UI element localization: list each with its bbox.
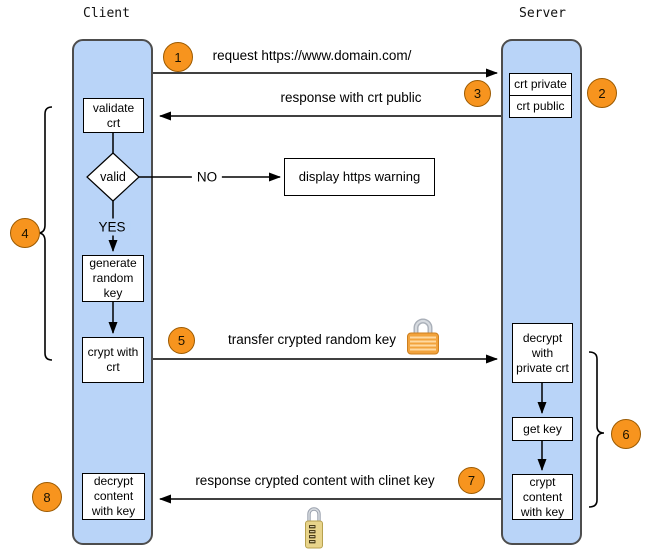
yes-branch-label: YES: [93, 218, 131, 236]
response-content-message-label: response crypted content with clinet key: [195, 473, 435, 488]
step-8-badge: 8: [32, 482, 62, 512]
crt-private-box: crt private: [509, 73, 572, 96]
decrypt-with-private-crt-box: decrypt with private crt: [512, 323, 573, 383]
no-branch-label: NO: [191, 168, 223, 186]
crypt-with-crt-box: crypt with crt: [82, 337, 144, 383]
server-lane-title: Server: [519, 6, 566, 21]
client-lane-title: Client: [83, 6, 130, 21]
display-https-warning-box: display https warning: [284, 158, 435, 196]
server-steps-brace: [588, 351, 605, 508]
transfer-key-message-label: transfer crypted random key: [227, 332, 397, 347]
decrypt-content-with-key-box: decrypt content with key: [82, 473, 145, 520]
step-4-badge: 4: [10, 218, 40, 248]
crt-public-box: crt public: [509, 95, 572, 118]
generate-random-key-box: generate random key: [82, 255, 144, 302]
response-crt-message-label: response with crt public: [280, 90, 422, 105]
client-steps-brace: [37, 106, 53, 361]
step-1-badge: 1: [163, 42, 193, 72]
step-5-badge: 5: [168, 327, 195, 354]
crypt-content-with-key-box: crypt content with key: [512, 474, 573, 520]
step-6-badge: 6: [611, 419, 641, 449]
padlock-icon: [405, 316, 441, 356]
valid-decision-label: valid: [100, 170, 126, 184]
step-3-badge: 3: [464, 80, 491, 107]
step-2-badge: 2: [587, 78, 617, 108]
step-7-badge: 7: [458, 467, 485, 494]
request-message-label: request https://www.domain.com/: [212, 48, 412, 63]
validate-crt-box: validate crt: [83, 98, 144, 133]
get-key-box: get key: [512, 417, 573, 441]
valid-decision-diamond: [86, 152, 140, 202]
combination-lock-icon: [303, 505, 325, 550]
